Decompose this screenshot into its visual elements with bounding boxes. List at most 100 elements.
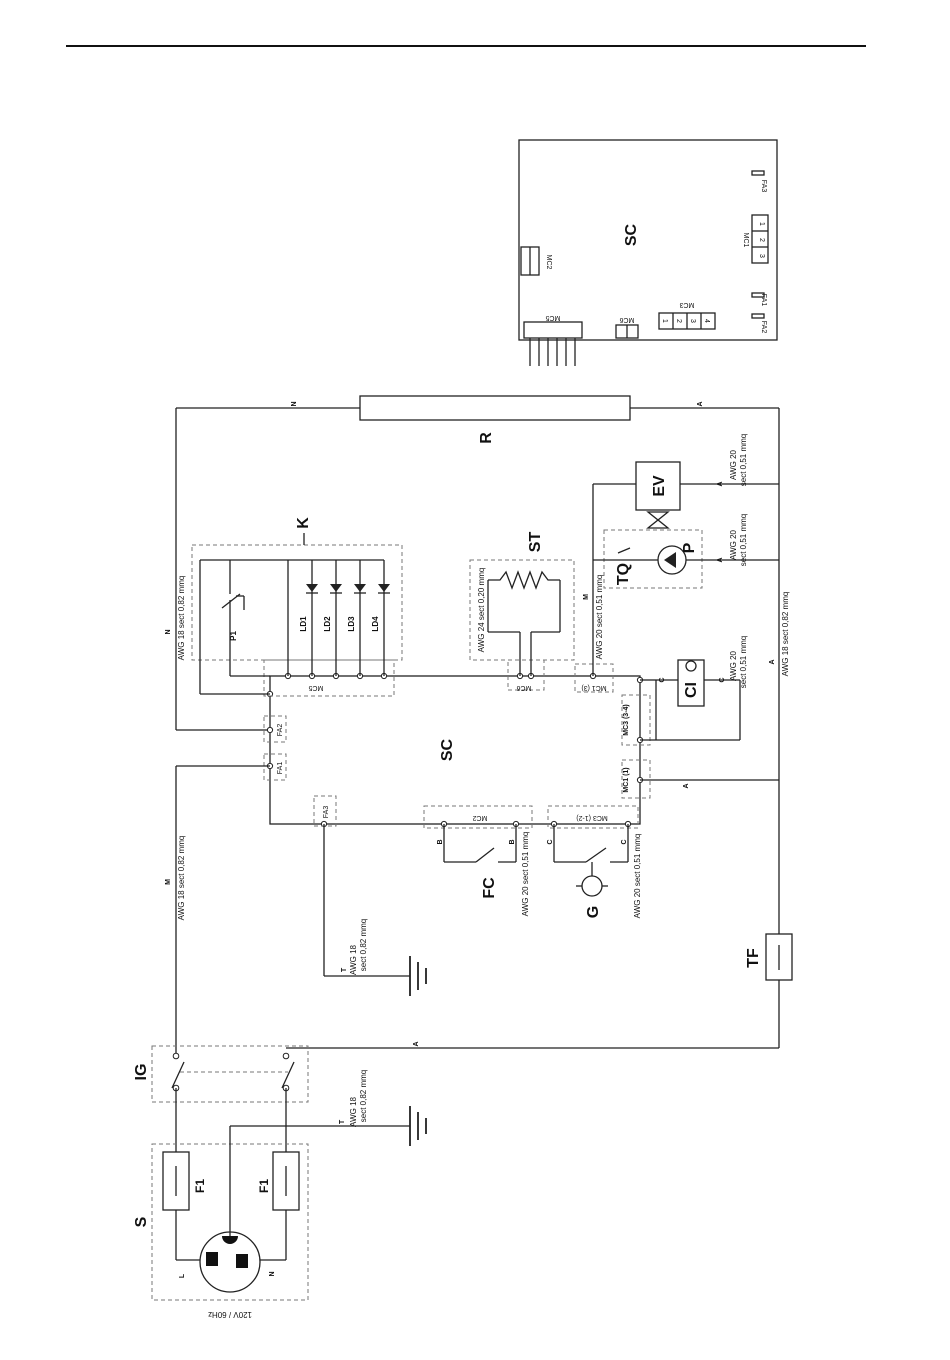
- wire-n-label: N: [291, 401, 298, 406]
- pump-p: P TQ A AWG 20 sect 0,51 mmq: [593, 514, 779, 589]
- mc5-conn-label: MC5: [309, 684, 324, 691]
- s-label: S: [133, 1216, 150, 1227]
- sc-main-board: [269, 675, 641, 825]
- mc1-wire-letter: A: [683, 783, 690, 788]
- fc-wire-b1: B: [437, 839, 444, 844]
- fa1-label: FA1: [277, 762, 284, 775]
- f1-bottom-label: F1: [257, 1179, 271, 1193]
- fa2-label: FA2: [277, 724, 284, 737]
- r-label: R: [478, 432, 495, 444]
- mc2-conn-label: MC2: [473, 814, 488, 821]
- mc5-label: MC5: [546, 314, 561, 321]
- m-ig-wire-spec: AWG 18 sect 0,82 mmq: [177, 836, 186, 921]
- wire-a-label: A: [697, 401, 704, 406]
- ev-wire-spec-1: AWG 20: [729, 449, 738, 479]
- fa3-tab-label: FA3: [760, 180, 767, 193]
- k-label: K: [295, 517, 312, 529]
- mc1-pin2: 2: [758, 238, 765, 242]
- m-wire-spec: AWG 20 sect 0,51 mmq: [595, 575, 604, 660]
- sc-board-outline: [518, 139, 778, 341]
- sc-board-layout: SC FA3 1 2 3 MC1 FA1 FA2 MC2 MC5 M: [518, 139, 778, 366]
- ci-wire-c1: C: [659, 677, 666, 682]
- heater-resistor-r: R N A: [176, 395, 779, 444]
- n-wire-letter: N: [165, 629, 172, 634]
- fa1-tab-label: FA1: [760, 294, 767, 307]
- ev-wire-spec-2: sect 0,51 mmq: [739, 434, 748, 486]
- supply-voltage: 120V / 60Hz: [208, 1310, 252, 1319]
- ci-label: CI: [683, 682, 700, 698]
- mc1-1-label: MC1 (1): [623, 767, 630, 792]
- switch-g: C C G AWG 20 sect 0,51 mmq: [547, 824, 642, 918]
- g-wire-spec: AWG 20 sect 0,51 mmq: [633, 834, 642, 919]
- mc1-label: MC1: [742, 233, 749, 248]
- plug-ground-letter: T: [339, 1119, 346, 1124]
- keyboard-group-k: K P1 LD1 LD2 LD3 LD4: [191, 517, 403, 695]
- plug-ground-spec-2: sect 0,82 mmq: [359, 1070, 368, 1122]
- mc5-connector: [523, 321, 583, 339]
- st-label: ST: [527, 532, 544, 553]
- counter-ci: CI C C AWG 20 sect 0,51 mmq: [640, 636, 748, 741]
- ev-label: EV: [651, 475, 668, 497]
- power-plug-s: S F1 F1 T AWG 18 sect 0,82 mmq L N 120V …: [133, 1070, 427, 1319]
- fa3-ground-spec-1: AWG 18: [349, 944, 358, 974]
- fc-wire-spec: AWG 20 sect 0,51 mmq: [521, 832, 530, 917]
- fa3-ground-spec-2: sect 0,82 mmq: [359, 919, 368, 971]
- float-switch-fc: B B FC AWG 20 sect 0,51 mmq: [437, 824, 530, 916]
- fc-wire-b2: B: [509, 839, 516, 844]
- mc1-connector: [751, 214, 769, 264]
- mc3-pin1: 1: [661, 319, 668, 323]
- ig-label: IG: [133, 1064, 150, 1081]
- mc1-3-label: MC1 (3): [581, 684, 606, 691]
- fa2-tab: [751, 313, 765, 319]
- ci-wire-spec-2: sect 0,51 mmq: [739, 636, 748, 688]
- mc3-34-label: MC3 (3-4): [623, 704, 630, 736]
- sc-board-label: SC: [623, 223, 640, 246]
- p1-label: P1: [229, 631, 238, 641]
- ci-wire-c2: C: [719, 677, 726, 682]
- f1-top-label: F1: [193, 1179, 207, 1193]
- plug-ground-spec-1: AWG 18: [349, 1096, 358, 1126]
- fa3-tab: [751, 170, 765, 176]
- mc1-pin3: 3: [758, 254, 765, 258]
- mc6-conn-label: MC6: [517, 684, 532, 691]
- tf-label: TF: [745, 948, 762, 968]
- mc3-pin4: 4: [703, 319, 710, 323]
- thermal-fuse-tf: TF: [745, 933, 793, 981]
- ld4-label: LD4: [371, 616, 380, 632]
- temperature-sensor-st: ST AWG 24 sect 0,20 mmq: [469, 532, 575, 676]
- mc3-12-label: MC3 (1-2): [576, 814, 608, 821]
- ld3-label: LD3: [347, 616, 356, 632]
- g-wire-c1: C: [547, 839, 554, 844]
- fa2-tab-label: FA2: [760, 321, 767, 334]
- a-wire-spec: AWG 18 sect 0,82 mmq: [781, 592, 790, 677]
- ground-fa3: T AWG 18 sect 0,82 mmq: [323, 824, 427, 996]
- mc3-pin2: 2: [675, 319, 682, 323]
- ev-wire-letter: A: [717, 481, 724, 486]
- fa3-ground-letter: T: [341, 967, 348, 972]
- p-wire-letter: A: [717, 557, 724, 562]
- plug-l-label: L: [179, 1273, 186, 1278]
- fa1-tab: [751, 292, 765, 298]
- ld2-label: LD2: [323, 616, 332, 632]
- m-ig-wire-letter: M: [165, 879, 172, 885]
- main-switch-ig: IG: [133, 1045, 309, 1152]
- g-wire-c2: C: [621, 839, 628, 844]
- mc3-label: MC3: [680, 301, 695, 308]
- ld1-label: LD1: [299, 616, 308, 632]
- fa3-label: FA3: [323, 806, 330, 819]
- p-wire-spec-1: AWG 20: [729, 529, 738, 559]
- m-wire-letter: M: [583, 594, 590, 600]
- solenoid-valve-ev: EV A AWG 20 sect 0,51 mmq: [635, 434, 779, 529]
- plug-n-label: N: [269, 1271, 276, 1276]
- mc1-pin1: 1: [758, 222, 765, 226]
- mc3-pin3: 3: [689, 319, 696, 323]
- tq-label: TQ: [615, 563, 632, 585]
- n-wire-spec: AWG 18 sect 0,82 mmq: [177, 576, 186, 661]
- a-ig-wire-letter: A: [413, 1041, 420, 1046]
- st-wire-spec: AWG 24 sect 0,20 mmq: [477, 568, 486, 653]
- sc-main-label: SC: [439, 738, 456, 761]
- p-label: P: [681, 542, 698, 553]
- mc6-label: MC6: [620, 316, 635, 323]
- fc-label: FC: [481, 877, 498, 899]
